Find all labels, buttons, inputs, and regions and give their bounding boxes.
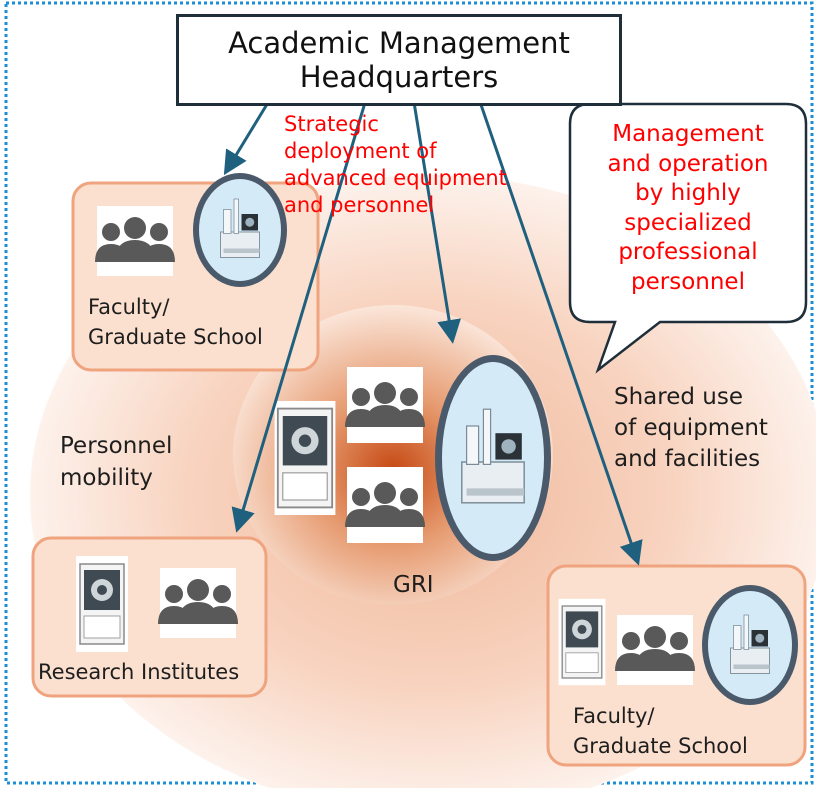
x-ray-instrument-icon (274, 401, 336, 515)
research-institutes-label: Research Institutes (38, 660, 240, 684)
personnel-mobility-line2: mobility (60, 465, 153, 491)
callout-bubble (568, 102, 808, 374)
shared-use-line3: and facilities (614, 446, 761, 472)
strategic-line-3: advanced equipment (284, 166, 507, 190)
strategic-line-2: deployment of (284, 139, 437, 163)
callout-text: Management and operation by highly speci… (570, 120, 806, 297)
personnel-mobility-label: Personnel mobility (60, 430, 172, 494)
people-group-icon (345, 367, 425, 443)
callout-line-2: and operation (607, 150, 769, 177)
strategic-line-4: and personnel (284, 193, 435, 217)
headquarters-box: Academic Management Headquarters (176, 14, 622, 106)
microscope-icon (193, 173, 287, 287)
deployment-arrows (223, 95, 643, 566)
headquarters-title-line1: Academic Management (228, 26, 570, 60)
faculty-top-line2: Graduate School (88, 325, 263, 349)
people-group-icon (158, 568, 238, 638)
gri-label: GRI (393, 572, 434, 598)
arrow-to-faculty-top (223, 95, 274, 176)
callout-line-6: personnel (631, 268, 745, 295)
arrow-to-faculty-bottom (476, 95, 643, 566)
faculty-top-label: Faculty/ Graduate School (88, 292, 263, 352)
callout-line-1: Management (612, 121, 764, 147)
people-group-icon (345, 467, 425, 543)
x-ray-instrument-icon (558, 598, 606, 686)
faculty-top-line1: Faculty/ (88, 295, 170, 319)
faculty-bottom-line1: Faculty/ (573, 704, 655, 728)
arrow-to-gri (411, 95, 461, 344)
faculty-bottom-label: Faculty/ Graduate School (573, 701, 748, 761)
shared-use-line2: of equipment (614, 415, 768, 441)
x-ray-instrument-icon (76, 556, 128, 652)
callout-line-3: by highly (635, 180, 741, 206)
strategic-deployment-text: Strategic deployment of advanced equipme… (284, 111, 507, 219)
microscope-icon (435, 355, 551, 561)
people-group-icon (95, 206, 175, 276)
microscope-icon (702, 585, 798, 705)
shared-use-line1: Shared use (614, 384, 743, 410)
people-group-icon (615, 615, 695, 685)
faculty-bottom-line2: Graduate School (573, 734, 748, 758)
shared-use-label: Shared use of equipment and facilities (614, 382, 768, 475)
strategic-line-1: Strategic (284, 112, 379, 136)
personnel-mobility-line1: Personnel (60, 433, 173, 459)
headquarters-title-line2: Headquarters (299, 60, 499, 94)
callout-line-4: specialized (624, 209, 752, 236)
callout-line-5: professional (618, 239, 758, 265)
arrow-to-research-institutes (231, 95, 369, 533)
